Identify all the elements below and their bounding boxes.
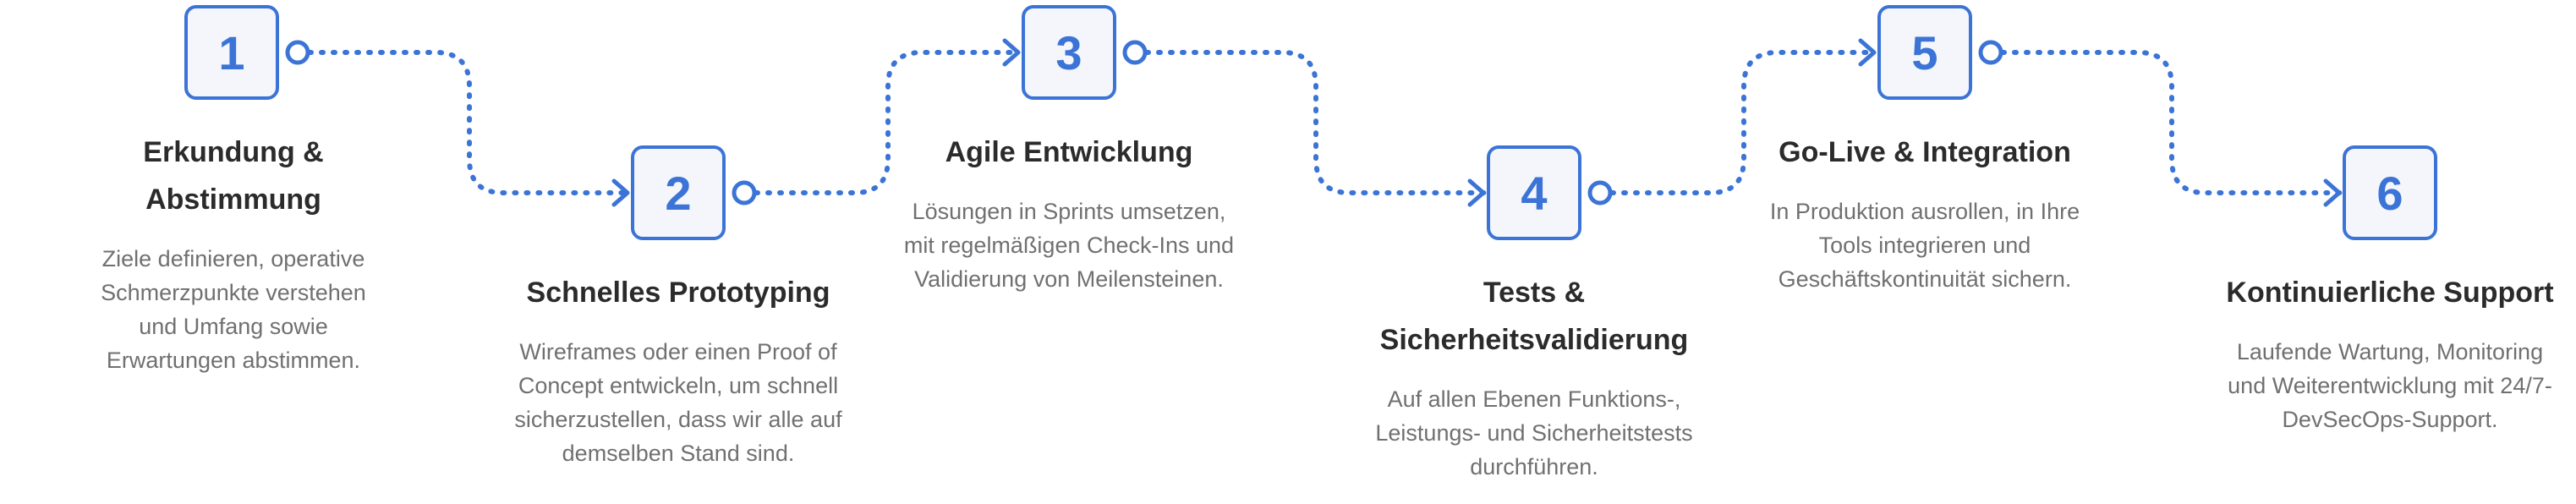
step-2-number-box: 2 (631, 145, 726, 240)
connector-start-node-4 (1587, 180, 1613, 205)
step-1-number-box: 1 (184, 5, 279, 100)
step-5-number-box: 5 (1877, 5, 1972, 100)
step-1-description: Ziele definieren, operative Schmerzpunkt… (101, 246, 366, 373)
step-4-text: Tests & Sicherheitsvalidierung Auf allen… (1357, 269, 1712, 484)
connector-2-to-3 (754, 50, 1022, 195)
step-4-number-box: 4 (1487, 145, 1581, 240)
arrowhead-6 (2323, 178, 2342, 207)
connector-start-node-1 (285, 40, 310, 65)
step-2-title: Schnelles Prototyping (526, 277, 830, 309)
connector-4-to-5 (1609, 50, 1878, 195)
step-2-description: Wireframes oder einen Proof of Concept e… (514, 339, 842, 466)
step-1-text: Erkundung & Abstimmung Ziele definieren,… (56, 129, 411, 377)
step-2-text: Schnelles Prototyping Wireframes oder ei… (501, 269, 856, 470)
step-3-description: Lösungen in Sprints umsetzen, mit regelm… (903, 199, 1235, 292)
connector-start-node-5 (1978, 40, 2003, 65)
step-3-text: Agile Entwicklung Lösungen in Sprints um… (891, 129, 1247, 296)
connector-start-node-3 (1122, 40, 1148, 65)
arrowhead-5 (1858, 38, 1877, 67)
step-6-text: Kontinuierliche Support Laufende Wartung… (2212, 269, 2568, 436)
step-4-description: Auf allen Ebenen Funktions-, Leistungs- … (1375, 386, 1693, 479)
step-4-title: Tests & Sicherheitsvalidierung (1379, 277, 1689, 356)
step-6-number-box: 6 (2343, 145, 2437, 240)
connector-1-to-2 (307, 50, 632, 195)
connector-3-to-4 (1144, 50, 1488, 195)
arrowhead-3 (1002, 38, 1021, 67)
arrowhead-2 (611, 178, 630, 207)
step-3-number-box: 3 (1022, 5, 1116, 100)
step-5-description: In Produktion ausrollen, in Ihre Tools i… (1769, 199, 2080, 292)
step-1-title: Erkundung & Abstimmung (143, 136, 324, 216)
arrowhead-4 (1467, 178, 1486, 207)
step-5-title: Go-Live & Integration (1779, 136, 2071, 168)
connector-start-node-2 (732, 180, 757, 205)
step-5-text: Go-Live & Integration In Produktion ausr… (1747, 129, 2102, 296)
connector-5-to-6 (2000, 50, 2343, 195)
step-6-title: Kontinuierliche Support (2226, 277, 2554, 309)
step-3-title: Agile Entwicklung (945, 136, 1193, 168)
step-6-description: Laufende Wartung, Monitoring und Weitere… (2228, 339, 2552, 432)
